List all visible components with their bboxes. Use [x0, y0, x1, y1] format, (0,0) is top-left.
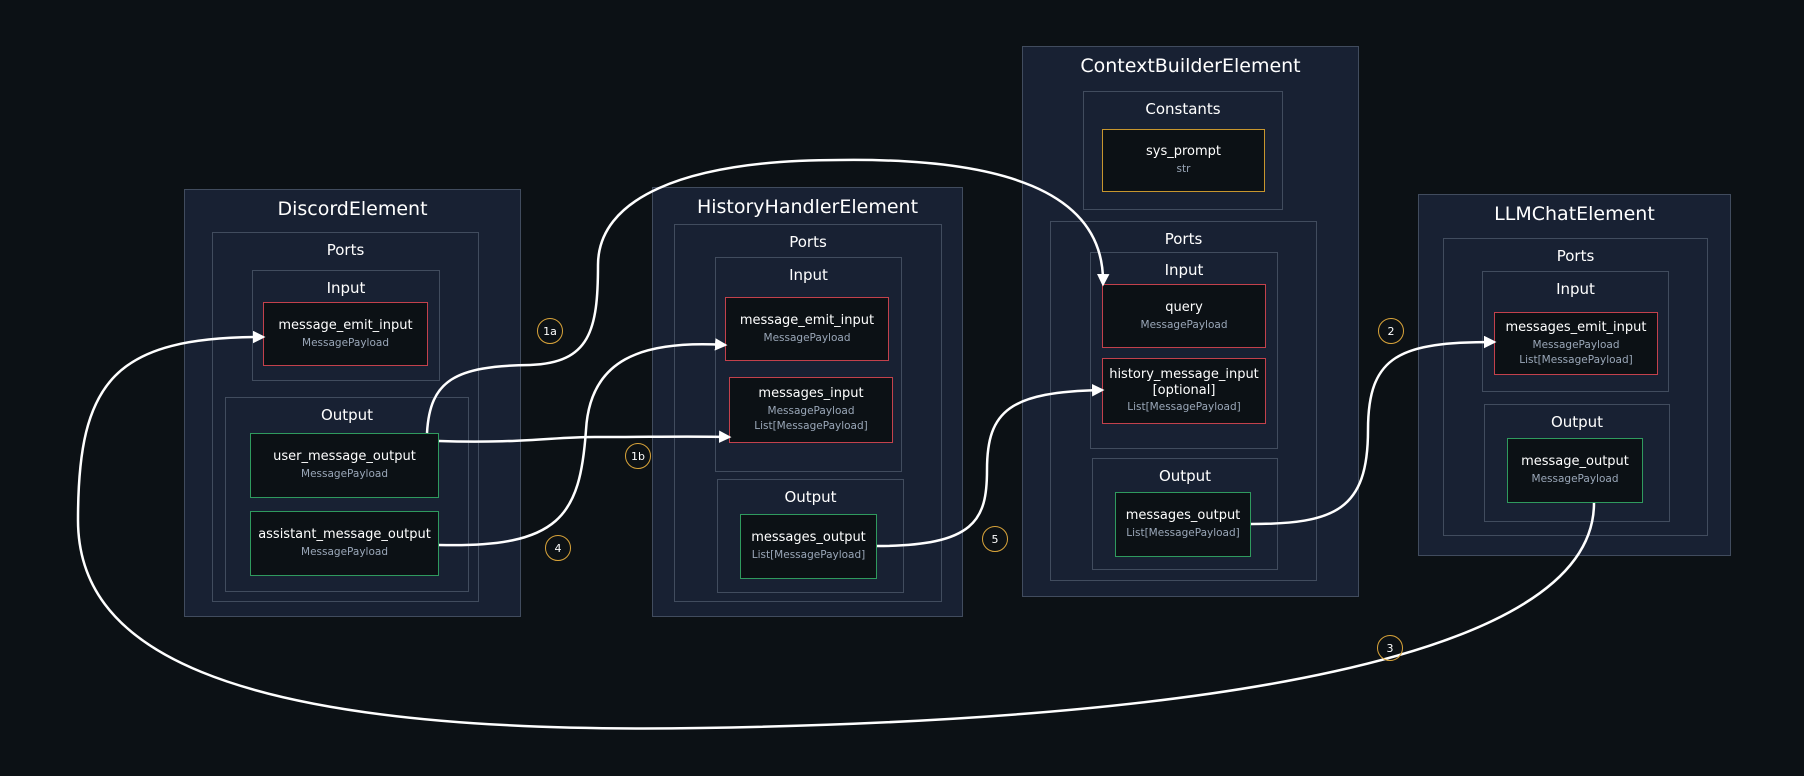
context-constants-title: Constants [1145, 100, 1221, 118]
port-type: MessagePayload [1532, 338, 1620, 351]
edge-badge-1a: 1a [537, 318, 563, 344]
port-type: MessagePayload [1140, 318, 1228, 331]
context-sys-prompt-constant[interactable]: sys_prompt str [1102, 129, 1265, 192]
llm-chat-element-title: LLMChatElement [1494, 203, 1655, 225]
port-type: List[MessagePayload] [754, 420, 868, 432]
discord-assistant-message-output-port[interactable]: assistant_message_output MessagePayload [250, 511, 439, 576]
port-name: message_emit_input [278, 317, 413, 333]
context-ports-title: Ports [1164, 230, 1203, 248]
history-messages-input-port[interactable]: messages_input MessagePayload List[Messa… [729, 377, 893, 443]
discord-element-title: DiscordElement [277, 198, 428, 220]
port-name-optional: [optional] [1152, 383, 1216, 398]
edge-4 [438, 338, 728, 547]
port-type: List[MessagePayload] [1126, 527, 1240, 539]
llm-output-title: Output [1550, 413, 1604, 431]
llm-message-output-port[interactable]: message_output MessagePayload [1507, 438, 1643, 503]
edge-5 [876, 383, 1105, 548]
context-constants-group: Constants [1083, 91, 1283, 210]
port-name: history_message_input [1109, 367, 1259, 382]
port-type: MessagePayload [763, 331, 851, 344]
history-input-group: Input [715, 257, 902, 472]
discord-message-emit-input-port[interactable]: message_emit_input MessagePayload [263, 302, 428, 366]
discord-ports-title: Ports [326, 241, 365, 259]
edge-badge-5: 5 [982, 526, 1008, 552]
port-name: messages_output [1125, 508, 1241, 523]
llm-ports-group: Ports [1443, 238, 1708, 536]
port-name: query [1165, 299, 1203, 315]
port-type: MessagePayload [1531, 473, 1619, 485]
edge-badge-3: 3 [1377, 635, 1403, 661]
history-input-title: Input [789, 266, 828, 284]
port-type: List[MessagePayload] [1519, 353, 1633, 366]
context-query-input-port[interactable]: query MessagePayload [1102, 284, 1266, 348]
context-history-message-input-port[interactable]: history_message_input [optional] List[Me… [1102, 358, 1266, 424]
edge-3 [76, 330, 1596, 730]
port-type: List[MessagePayload] [751, 549, 866, 561]
context-builder-element-title: ContextBuilderElement [1080, 55, 1301, 77]
context-messages-output-port[interactable]: messages_output List[MessagePayload] [1115, 492, 1251, 557]
context-ports-group: Ports [1050, 221, 1317, 581]
port-name: messages_output [751, 530, 866, 545]
context-input-title: Input [1164, 261, 1204, 279]
discord-output-group: Output [225, 397, 469, 592]
port-name: messages_emit_input [1505, 319, 1647, 335]
context-output-group: Output [1092, 458, 1278, 570]
history-message-emit-input-port[interactable]: message_emit_input MessagePayload [725, 297, 889, 361]
port-type: MessagePayload [767, 405, 855, 417]
port-type: MessagePayload [301, 546, 388, 558]
discord-user-message-output-port[interactable]: user_message_output MessagePayload [250, 433, 439, 498]
port-name: assistant_message_output [258, 527, 431, 542]
edge-badge-2: 2 [1378, 318, 1404, 344]
llm-ports-title: Ports [1556, 247, 1595, 265]
port-type: MessagePayload [302, 336, 389, 349]
port-name: user_message_output [273, 449, 416, 464]
llm-output-group: Output [1484, 404, 1670, 522]
edge-badge-1b: 1b [625, 443, 651, 469]
history-ports-group: Ports [674, 224, 942, 602]
edge-badge-4: 4 [545, 535, 571, 561]
history-output-title: Output [784, 488, 837, 506]
port-name: messages_input [758, 386, 864, 401]
port-name: sys_prompt [1145, 144, 1222, 159]
discord-output-title: Output [320, 406, 374, 424]
discord-ports-group: Ports [212, 232, 479, 602]
edge-1a [425, 158, 1110, 434]
edge-2 [1250, 335, 1497, 526]
port-name: message_output [1521, 454, 1629, 469]
discord-input-group: Input [252, 270, 440, 381]
history-messages-output-port[interactable]: messages_output List[MessagePayload] [740, 514, 877, 579]
context-output-title: Output [1158, 467, 1212, 485]
edge-1b [438, 430, 732, 443]
llm-input-title: Input [1556, 280, 1595, 298]
llm-input-group: Input [1482, 271, 1669, 392]
context-input-group: Input [1090, 252, 1278, 449]
history-ports-title: Ports [789, 233, 827, 251]
port-type: str [1176, 163, 1191, 175]
port-type: MessagePayload [301, 468, 388, 480]
history-handler-element-title: HistoryHandlerElement [696, 196, 919, 218]
port-type: List[MessagePayload] [1127, 401, 1241, 413]
discord-input-title: Input [326, 279, 366, 297]
port-name: message_emit_input [739, 312, 875, 328]
history-output-group: Output [717, 479, 904, 593]
llm-messages-emit-input-port[interactable]: messages_emit_input MessagePayload List[… [1494, 312, 1658, 375]
